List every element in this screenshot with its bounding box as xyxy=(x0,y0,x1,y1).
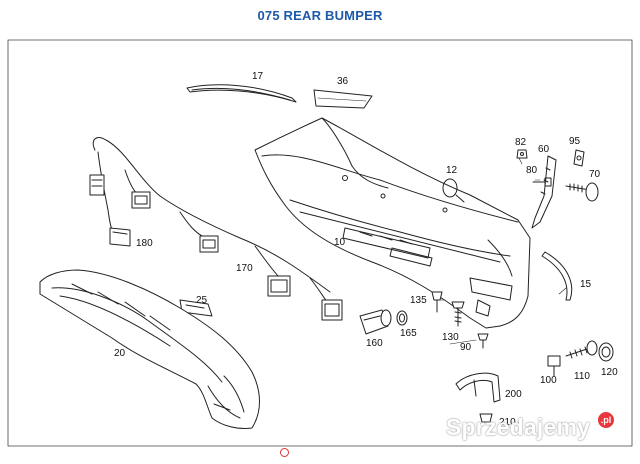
grommet-100 xyxy=(547,355,561,377)
part-label-130: 130 xyxy=(442,332,459,343)
part-label-135: 135 xyxy=(410,295,427,306)
bolt-70 xyxy=(565,182,599,202)
part-label-200: 200 xyxy=(505,389,522,400)
diagram-title: 075 REAR BUMPER xyxy=(257,8,383,23)
part-label-100: 100 xyxy=(540,375,557,386)
bolt-110 xyxy=(565,340,598,359)
pager-dot[interactable] xyxy=(280,448,289,457)
undertray-part xyxy=(39,269,260,429)
leader-lines xyxy=(439,157,567,345)
bracket-60 xyxy=(531,155,557,229)
part-label-110: 110 xyxy=(574,371,590,382)
part-label-20: 20 xyxy=(114,348,126,359)
watermark-badge: .pl xyxy=(598,412,614,428)
part-label-12: 12 xyxy=(446,165,458,176)
part-label-36: 36 xyxy=(337,76,349,87)
part-label-60: 60 xyxy=(538,144,550,155)
bracket-25 xyxy=(179,299,213,317)
part-label-210: 210 xyxy=(499,417,516,428)
trim-strip-15 xyxy=(541,251,573,301)
part-label-165: 165 xyxy=(400,328,417,339)
sensor-160 xyxy=(359,309,392,335)
diagram-frame xyxy=(7,39,633,447)
plug-120 xyxy=(598,342,614,362)
screw-130 xyxy=(451,301,465,327)
part-label-25: 25 xyxy=(196,295,208,306)
part-label-180: 180 xyxy=(136,238,153,249)
clip-135 xyxy=(431,291,443,313)
part-label-15: 15 xyxy=(580,279,592,290)
washer-95 xyxy=(573,149,585,167)
trim-200 xyxy=(455,372,501,403)
part-label-80: 80 xyxy=(526,165,538,176)
bumper-cover-part xyxy=(254,117,531,329)
reflector-part xyxy=(313,89,373,109)
part-label-95: 95 xyxy=(569,136,581,147)
part-label-10: 10 xyxy=(334,237,346,248)
clip-82 xyxy=(516,149,528,159)
watermark-logo: Sprzedajemy xyxy=(446,414,591,440)
clip-90 xyxy=(477,333,489,349)
part-label-82: 82 xyxy=(515,137,527,148)
part-label-170: 170 xyxy=(236,263,253,274)
part-label-70: 70 xyxy=(589,169,601,180)
trim-strip-part xyxy=(186,84,297,103)
cap-part xyxy=(442,178,465,203)
part-label-90: 90 xyxy=(460,342,472,353)
ring-165 xyxy=(396,310,408,326)
part-label-17: 17 xyxy=(252,71,264,82)
clip-210 xyxy=(479,413,493,423)
part-label-120: 120 xyxy=(601,367,618,378)
part-label-160: 160 xyxy=(366,338,383,349)
wiring-harness-part xyxy=(89,137,343,321)
screw-80 xyxy=(532,177,552,187)
